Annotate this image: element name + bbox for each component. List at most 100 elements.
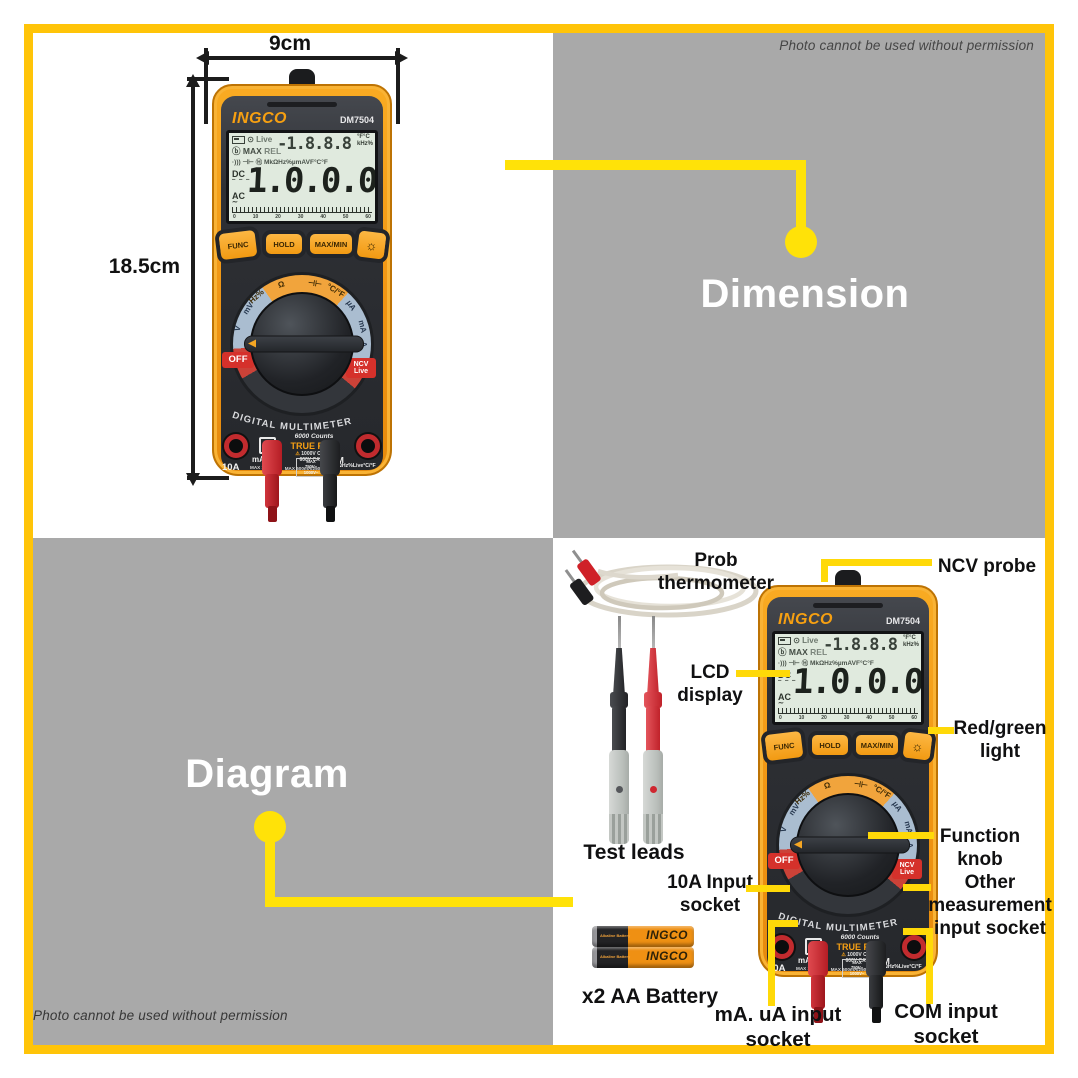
label-v-units: VΩHz%Live°C/°F — [880, 964, 922, 970]
probe-head — [613, 648, 625, 694]
probe-barrel — [612, 706, 626, 754]
brand-logo: INGCO — [232, 110, 287, 127]
label-10a: 10A — [768, 963, 786, 974]
label-max-600ma: MAX 600mA/250V — [284, 466, 324, 471]
battery: INGCO Alkaline Battery — [592, 926, 694, 947]
digital-multimeter-arc: DIGITAL MULTIMETER — [231, 410, 354, 433]
callout-line — [768, 920, 775, 1006]
battery-icon — [778, 636, 791, 645]
height-dimension-label: 18.5cm — [108, 255, 180, 278]
continuity-icon: ·))) — [232, 159, 241, 166]
lcd-annunciator-row: ⊙ Live — [232, 135, 272, 144]
battery-icon — [232, 135, 245, 144]
bluetooth-icon: ⓑ — [232, 146, 241, 156]
knob-pointer — [244, 335, 364, 353]
lcd-display: ⊙ Live -1.8.8.8 °F°C kHz% ⓑ MAX REL ·)))… — [772, 631, 924, 725]
label-ncv-probe: NCV probe — [937, 556, 1037, 577]
callout-line — [926, 928, 933, 1004]
label-other-input-socket: Other measurement input socket — [928, 872, 1052, 940]
diagram-title: Diagram — [185, 752, 349, 796]
probe-tip — [652, 616, 655, 650]
true-rms-text: TRUE RMS — [836, 942, 884, 952]
probe-collar — [610, 692, 628, 708]
diagram-connector-dot — [254, 811, 286, 843]
max-indicator: MAX — [242, 146, 262, 156]
watermark-top: Photo cannot be used without permission — [779, 38, 1034, 53]
probe-tip — [618, 616, 621, 650]
width-extension-bar — [204, 48, 208, 124]
callout-line — [928, 727, 954, 734]
callout-line — [746, 885, 790, 892]
unit-fahrenheit-celsius: °F°C — [356, 134, 370, 140]
diagram-panel — [33, 538, 553, 1045]
diagram-connector-line — [265, 838, 275, 904]
lcd-display: ⊙ Live -1.8.8.8 °F°C kHz% ⓑ MAX REL ·)))… — [226, 130, 378, 224]
label-test-leads: Test leads — [583, 841, 685, 864]
counts-text: 6000 Counts — [294, 433, 334, 440]
lcd-bargraph: 0 10 20 30 40 50 60 — [232, 207, 372, 220]
jack-other — [902, 935, 926, 959]
label-com-input-socket: COM input socket — [894, 1000, 998, 1048]
live-indicator: Live — [802, 636, 819, 645]
diagram-connector-line — [265, 897, 573, 907]
lcd-secondary-digits: -1.8.8.8 — [277, 134, 352, 154]
lcd-units-stack: °F°C kHz% — [903, 635, 919, 649]
svg-text:DIGITAL MULTIMETER: DIGITAL MULTIMETER — [231, 410, 354, 433]
digital-multimeter-arc: DIGITAL MULTIMETER — [777, 911, 898, 934]
rel-indicator: REL — [264, 146, 282, 156]
dimension-title: Dimension — [700, 272, 910, 316]
probe-dot — [616, 786, 623, 793]
test-lead-black — [606, 616, 632, 844]
lcd-maxrel-row: ⓑ MAX REL — [778, 646, 827, 658]
bargraph-ticks — [778, 708, 918, 714]
model-number: DM7504 — [885, 616, 920, 626]
lcd-secondary-digits: -1.8.8.8 — [823, 635, 898, 655]
probe-dot — [650, 786, 657, 793]
lcd-maxrel-row: ⓑ MAX REL — [232, 145, 281, 157]
callout-line — [903, 928, 933, 935]
label-function-knob: Function knob — [939, 826, 1021, 871]
dial-seg-cap: ⊣⊢ — [307, 278, 323, 289]
lcd-main-digits: 1.0.0.0 — [791, 662, 924, 702]
bargraph-numbers: 0 10 20 30 40 50 60 — [779, 715, 917, 721]
unit-khz-percent: kHz% — [356, 140, 373, 147]
ac-indicator: AC∼ — [232, 191, 245, 206]
yellow-frame — [24, 24, 1054, 1054]
hold-button: HOLD — [266, 234, 302, 254]
callout-line — [768, 920, 798, 927]
speaker-slot — [267, 102, 337, 107]
lcd-units-row: ·))) ⊣⊢ Ⓗ MkΩHz%µmAVF°C°F — [778, 657, 874, 667]
dial-off-label: OFF — [222, 352, 254, 368]
rotary-knob — [244, 292, 364, 396]
func-button: FUNC — [218, 229, 258, 261]
lcd-bargraph: 0 10 20 30 40 50 60 — [778, 708, 918, 721]
dc-indicator: DC‒ ‒ ‒ — [232, 169, 251, 183]
maxmin-button: MAX/MIN — [310, 234, 352, 254]
aa-batteries-image: INGCO Alkaline Battery INGCO Alkaline Ba… — [592, 924, 702, 970]
multimeter-diagram-view: INGCO DM7504 ⊙ Live -1.8.8.8 °F°C kHz% ⓑ… — [758, 570, 938, 1023]
model-number: DM7504 — [339, 115, 374, 125]
dial-off-label: OFF — [768, 853, 800, 869]
unit-khz-percent: kHz% — [902, 641, 919, 648]
label-ma-ua-input-socket: mA. uA input socket — [714, 1003, 842, 1051]
max-indicator: MAX — [788, 647, 808, 657]
bargraph-numbers: 0 10 20 30 40 50 60 — [233, 214, 371, 220]
cat-rating-text: ⚠ 1000V CAT III 600V CAT IV — [841, 952, 879, 964]
measure-units: MkΩHz%µmAVF°C°F — [809, 660, 874, 667]
probe-grip — [609, 750, 629, 844]
measure-units: MkΩHz%µmAVF°C°F — [263, 159, 328, 166]
label-v-units: VΩHz%Live°C/°F — [334, 463, 376, 469]
diode-icon: ⊣⊢ — [788, 660, 800, 667]
dimension-connector-line — [505, 160, 806, 170]
label-prob-thermometer: Prob thermometer — [657, 550, 775, 595]
label-ma: mA — [252, 455, 265, 464]
callout-line — [868, 832, 934, 839]
probe-collar — [644, 692, 662, 708]
label-10a-input-socket: 10A Input socket — [667, 872, 753, 917]
lcd-units-row: ·))) ⊣⊢ Ⓗ MkΩHz%µmAVF°C°F — [232, 156, 328, 166]
hold-icon: Ⓗ — [255, 159, 263, 166]
backlight-button: ☼ — [356, 230, 387, 260]
